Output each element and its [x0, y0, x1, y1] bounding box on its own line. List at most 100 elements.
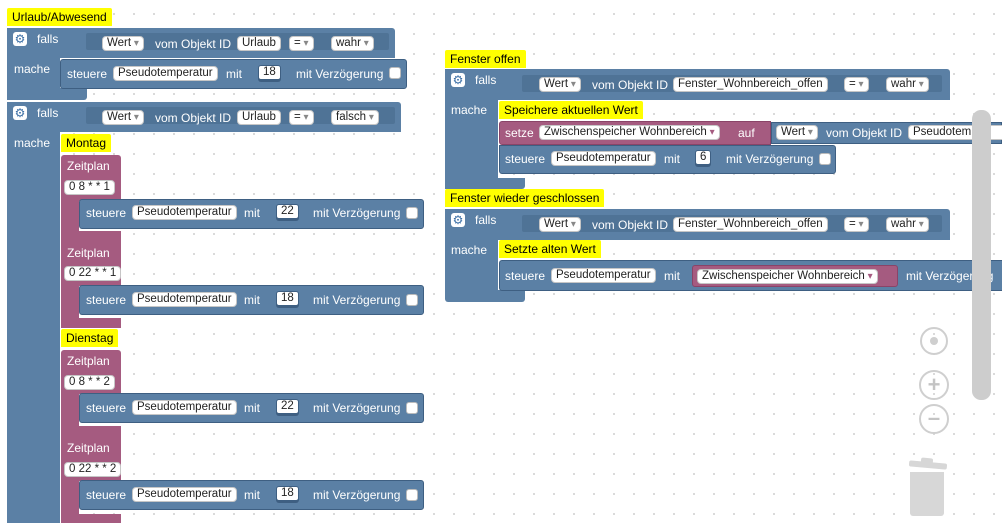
state-id-field[interactable]: Pseudotemperatur [132, 292, 237, 307]
control-label: steuere [505, 269, 546, 283]
number-field[interactable]: 22 [277, 205, 298, 218]
gear-icon[interactable]: ⚙ [13, 106, 27, 120]
operator-dropdown[interactable]: = [844, 77, 869, 92]
delay-checkbox[interactable] [406, 489, 418, 501]
comment-save-value[interactable]: Speichere aktuellen Wert [499, 101, 643, 119]
number-field[interactable]: 6 [696, 151, 711, 164]
control-label: steuere [86, 293, 127, 307]
if-block-spine [7, 56, 60, 90]
if-block-foot [445, 290, 525, 302]
from-object-label: vom Objekt ID [592, 218, 669, 232]
with-delay-label: mit Verzögerung [313, 488, 401, 502]
schedule-spine [61, 199, 79, 233]
if-block-spine [445, 238, 498, 292]
value-dropdown[interactable]: Wert [776, 125, 818, 140]
bool-dropdown[interactable]: wahr [331, 36, 374, 51]
control-block-window-open[interactable] [499, 145, 836, 174]
from-object-label: vom Objekt ID [592, 78, 669, 92]
control-block-vacation[interactable] [60, 59, 407, 89]
from-object-label: vom Objekt ID [155, 37, 232, 51]
with-delay-label: mit Verzögerung [726, 152, 814, 166]
number-block[interactable]: 6 [695, 150, 712, 167]
gear-icon[interactable]: ⚙ [13, 32, 27, 46]
state-id-field[interactable]: Pseudotemperatur [132, 205, 237, 220]
cron-field[interactable]: 0 22 * * 2 [64, 462, 122, 477]
zoom-in-icon[interactable]: + [919, 370, 949, 400]
delay-checkbox[interactable] [406, 294, 418, 306]
number-field[interactable]: 18 [259, 66, 280, 79]
do-label: mache [14, 62, 51, 76]
with-label: mit [244, 293, 260, 307]
number-block[interactable]: 18 [276, 291, 299, 308]
value-dropdown[interactable]: Wert [102, 110, 144, 125]
schedule-spine [61, 479, 79, 523]
state-id-field[interactable]: Pseudotemperatur [551, 268, 656, 283]
cron-field[interactable]: 0 8 * * 1 [64, 180, 115, 195]
operator-dropdown[interactable]: = [844, 217, 869, 232]
vertical-scrollbar[interactable] [972, 110, 991, 400]
delay-checkbox[interactable] [819, 153, 831, 165]
comment-window-open[interactable]: Fenster offen [445, 50, 526, 68]
variable-dropdown[interactable]: Zwischenspeicher Wohnbereich [539, 125, 720, 140]
control-label: steuere [86, 206, 127, 220]
comment-window-closed[interactable]: Fenster wieder geschlossen [445, 189, 605, 207]
gear-icon[interactable]: ⚙ [451, 73, 465, 87]
comment-restore-value[interactable]: Setzte alten Wert [499, 240, 601, 258]
schedule-foot [61, 426, 121, 438]
do-label: mache [451, 103, 488, 117]
with-label: mit [226, 67, 242, 81]
number-field[interactable]: 18 [277, 292, 298, 305]
number-block[interactable]: 22 [276, 204, 299, 221]
comment-tuesday[interactable]: Dienstag [61, 329, 119, 347]
bool-dropdown[interactable]: wahr [886, 77, 929, 92]
with-label: mit [664, 269, 680, 283]
object-id-field[interactable]: Fenster_Wohnbereich_offen [673, 77, 828, 92]
number-block[interactable]: 18 [258, 65, 281, 82]
do-label: mache [451, 243, 488, 257]
bool-dropdown[interactable]: falsch [331, 110, 379, 125]
from-object-label: vom Objekt ID [155, 111, 232, 125]
cron-field[interactable]: 0 8 * * 2 [64, 375, 115, 390]
if-label: falls [475, 73, 497, 87]
comment-vacation[interactable]: Urlaub/Abwesend [7, 8, 112, 26]
schedule-spine [61, 284, 79, 320]
value-dropdown[interactable]: Wert [102, 36, 144, 51]
state-id-field[interactable]: Pseudotemperatur [551, 151, 656, 166]
delay-checkbox[interactable] [406, 402, 418, 414]
state-id-field[interactable]: Pseudotemperatur [132, 487, 237, 502]
schedule-label: Zeitplan [67, 246, 110, 260]
number-block[interactable]: 18 [276, 486, 299, 503]
operator-dropdown[interactable]: = [289, 36, 314, 51]
delay-checkbox[interactable] [389, 67, 401, 79]
state-id-field[interactable]: Pseudotemperatur [132, 400, 237, 415]
state-id-field[interactable]: Pseudotemperatur [113, 66, 218, 81]
do-label: mache [14, 136, 51, 150]
from-object-label: vom Objekt ID [826, 126, 903, 140]
comment-monday[interactable]: Montag [61, 134, 112, 152]
number-field[interactable]: 18 [277, 487, 298, 500]
target-icon[interactable] [920, 327, 948, 355]
delay-checkbox[interactable] [406, 207, 418, 219]
control-label: steuere [67, 67, 108, 81]
object-id-field[interactable]: Urlaub [237, 36, 281, 51]
control-label: steuere [86, 401, 127, 415]
object-id-field[interactable]: Fenster_Wohnbereich_offen [673, 217, 828, 232]
object-id-field[interactable]: Urlaub [237, 110, 281, 125]
variable-dropdown[interactable]: Zwischenspeicher Wohnbereich [697, 269, 878, 284]
if-block-spine [445, 98, 498, 180]
number-field[interactable]: 22 [277, 400, 298, 413]
schedule-label: Zeitplan [67, 354, 110, 368]
number-block[interactable]: 22 [276, 399, 299, 416]
value-dropdown[interactable]: Wert [539, 217, 581, 232]
trash-icon[interactable] [906, 457, 948, 518]
control-label: steuere [505, 152, 546, 166]
with-label: mit [244, 401, 260, 415]
operator-dropdown[interactable]: = [289, 110, 314, 125]
cron-field[interactable]: 0 22 * * 1 [64, 266, 122, 281]
bool-dropdown[interactable]: wahr [886, 217, 929, 232]
gear-icon[interactable]: ⚙ [451, 213, 465, 227]
value-dropdown[interactable]: Wert [539, 77, 581, 92]
if-label: falls [475, 213, 497, 227]
zoom-out-icon[interactable]: – [919, 404, 949, 434]
